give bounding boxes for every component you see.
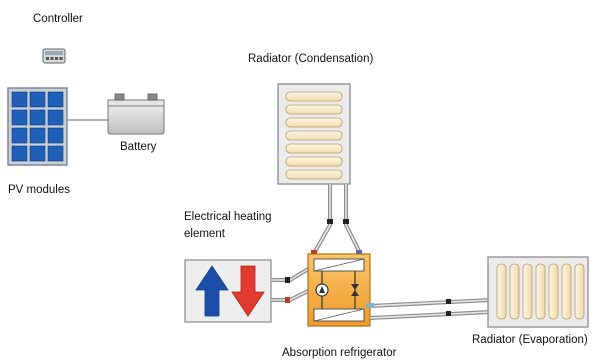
refrigerator-icon [307,253,371,327]
controller-label: Controller [33,13,83,25]
cold-arrow-icon [195,265,229,317]
pipe-joint [446,299,451,304]
condensation-pipes-inner [312,184,362,256]
pipe-joint [356,250,362,255]
heating-element-icon [184,259,272,323]
pipe-joint [446,311,451,316]
radiator-condensation-icon [277,83,351,185]
condensation-pipes [311,184,363,256]
battery-icon [107,93,165,135]
absorption-refrigerator-label: Absorption refrigerator [282,347,397,359]
pipe-joint [327,219,333,224]
controller-icon [42,48,66,64]
pipe-joint [285,277,290,283]
pipe-joint [343,219,349,224]
hot-arrow-icon [231,265,265,317]
radiator-condensation-label: Radiator (Condensation) [248,53,374,65]
pipe-joint [366,303,374,308]
radiator-evaporation-label: Radiator (Evaporation) [472,334,588,346]
pipe-joint [311,250,317,255]
valve-icon [351,284,359,290]
radiator-evaporation-icon [487,256,589,328]
heating-pipes [271,266,312,302]
battery-label: Battery [120,141,157,153]
pv-modules-label: PV modules [8,184,71,196]
pv-panel-icon [7,87,68,166]
pipe-joint [285,297,290,303]
heating-element-label-line1: Electrical heating [184,211,272,223]
heating-element-label-line2: element [184,228,225,240]
